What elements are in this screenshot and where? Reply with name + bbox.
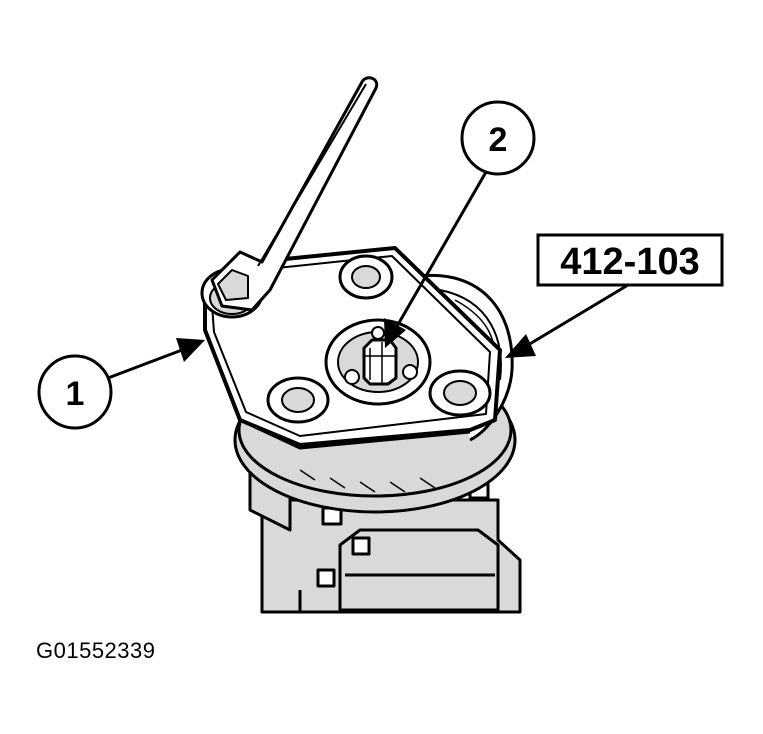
tool-number-arrowhead bbox=[505, 334, 536, 358]
callout-2-arrowhead bbox=[384, 318, 406, 348]
callout-2: 2 bbox=[384, 100, 536, 348]
figure-id: G01552339 bbox=[36, 638, 156, 663]
holding-tool-plate bbox=[200, 246, 502, 450]
tool-number-label: 412-103 bbox=[560, 241, 699, 283]
plate-hole-top bbox=[338, 254, 394, 300]
plate-hole-left bbox=[266, 376, 330, 424]
callout-1-label: 1 bbox=[66, 375, 85, 413]
tool-number-callout: 412-103 bbox=[505, 233, 724, 358]
tool-handle bbox=[210, 76, 379, 312]
compressor-body bbox=[248, 460, 522, 614]
callout-1-arrowhead bbox=[176, 338, 205, 362]
callout-2-label: 2 bbox=[489, 121, 508, 159]
callout-1: 1 bbox=[37, 338, 205, 430]
plate-hole-right bbox=[428, 369, 492, 417]
center-hub bbox=[324, 318, 432, 406]
